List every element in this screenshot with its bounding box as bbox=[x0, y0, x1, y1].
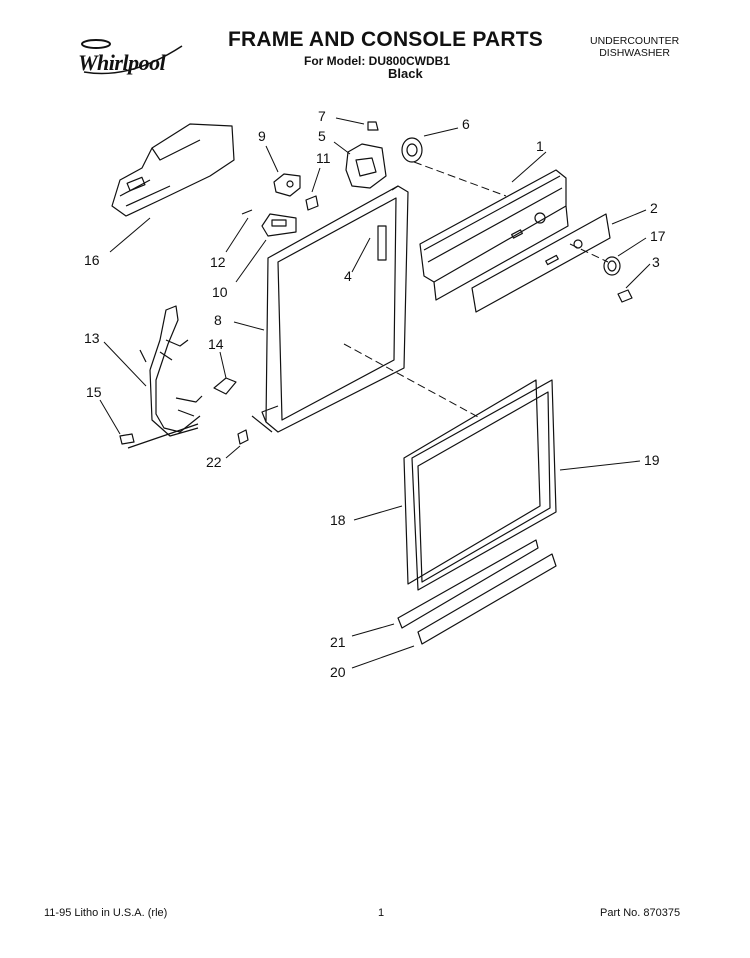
callout-4: 4 bbox=[344, 268, 352, 284]
callout-13: 13 bbox=[84, 330, 100, 346]
part-11-clip bbox=[305, 195, 319, 211]
callout-16: 16 bbox=[84, 252, 100, 268]
part-3-button bbox=[617, 289, 633, 303]
assembly-guide-lines bbox=[343, 161, 609, 419]
part-17-knob bbox=[603, 256, 621, 276]
part-18-inner-panel bbox=[403, 379, 541, 585]
part-16-bracket bbox=[111, 123, 235, 217]
part-9-latch bbox=[273, 173, 301, 197]
callout-6: 6 bbox=[462, 116, 470, 132]
callout-17: 17 bbox=[650, 228, 666, 244]
callout-22: 22 bbox=[206, 454, 222, 470]
part-21-trim bbox=[397, 539, 539, 629]
callout-1: 1 bbox=[536, 138, 544, 154]
category-line-1: UNDERCOUNTER bbox=[590, 35, 680, 47]
part-10-strike bbox=[261, 213, 297, 237]
callout-8: 8 bbox=[214, 312, 222, 328]
callout-18: 18 bbox=[330, 512, 346, 528]
model-color: Black bbox=[388, 66, 423, 81]
part-20-trim bbox=[417, 553, 557, 645]
callout-7: 7 bbox=[318, 108, 326, 124]
part-15-screw bbox=[119, 433, 135, 445]
page-number: 1 bbox=[378, 907, 385, 919]
callout-3: 3 bbox=[652, 254, 660, 270]
part-7-screw bbox=[367, 121, 379, 131]
callout-19: 19 bbox=[644, 452, 660, 468]
part-number: Part No. 870375 bbox=[600, 907, 681, 919]
part-19-outer-panel bbox=[411, 379, 557, 591]
part-1-console bbox=[419, 169, 569, 301]
frame-foot-left bbox=[251, 415, 273, 433]
callout-14: 14 bbox=[208, 336, 224, 352]
part-6-knob bbox=[401, 137, 423, 163]
print-info: 11-95 Litho in U.S.A. (rle) bbox=[44, 907, 168, 919]
callout-10: 10 bbox=[212, 284, 228, 300]
callout-9: 9 bbox=[258, 128, 266, 144]
part-12-screw bbox=[241, 209, 253, 215]
callout-15: 15 bbox=[86, 384, 102, 400]
logo-swirl-icon bbox=[81, 39, 183, 75]
part-14-connector bbox=[213, 377, 237, 395]
callout-2: 2 bbox=[650, 200, 658, 216]
part-22-clip bbox=[237, 429, 249, 445]
callout-20: 20 bbox=[330, 664, 346, 680]
part-13-wire-harness bbox=[139, 305, 203, 437]
callout-5: 5 bbox=[318, 128, 326, 144]
brand-name: Whirlpool bbox=[78, 50, 166, 75]
whirlpool-logo: Whirlpool bbox=[70, 36, 188, 78]
harness-leader bbox=[127, 423, 199, 449]
model-number: For Model: DU800CWDB1 bbox=[304, 54, 451, 68]
page-title: FRAME AND CONSOLE PARTS bbox=[228, 28, 543, 51]
callout-11: 11 bbox=[316, 150, 331, 166]
callout-21: 21 bbox=[330, 634, 346, 650]
part-2-panel bbox=[471, 213, 611, 313]
category-line-2: DISHWASHER bbox=[599, 47, 671, 59]
part-8-door-frame bbox=[261, 185, 409, 433]
product-category: UNDERCOUNTER DISHWASHER bbox=[590, 35, 679, 59]
part-5-switch bbox=[345, 143, 387, 189]
callout-12: 12 bbox=[210, 254, 226, 270]
leader-lines bbox=[99, 117, 651, 669]
part-19-panel-face bbox=[417, 391, 551, 583]
